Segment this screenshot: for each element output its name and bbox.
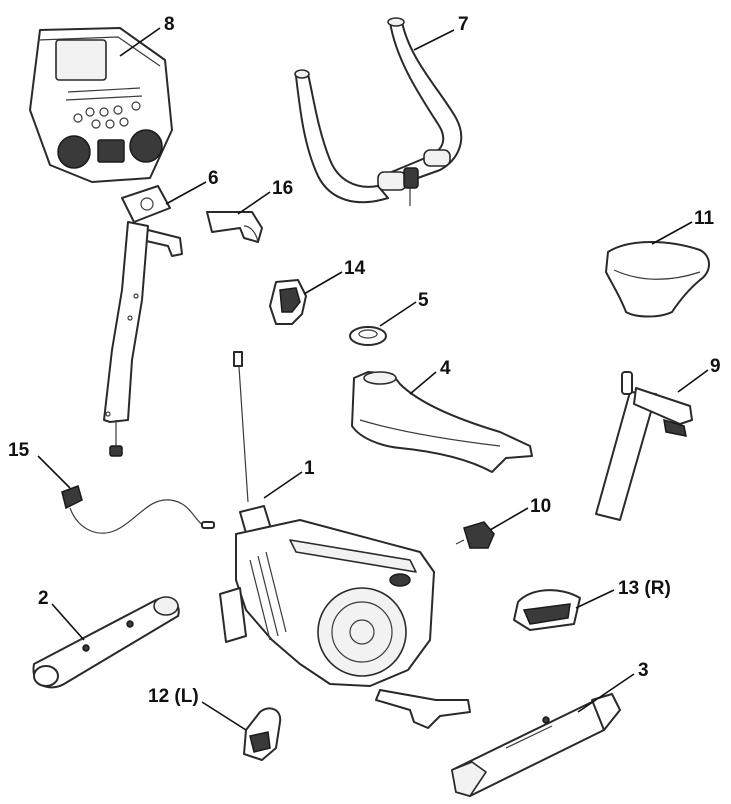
leader-7 xyxy=(413,29,455,51)
leader-13 xyxy=(575,589,615,609)
part-4-front-shroud xyxy=(351,371,533,473)
leader-8 xyxy=(119,27,161,57)
callout-8: 8 xyxy=(164,14,175,35)
callout-9: 9 xyxy=(710,356,721,377)
leader-2 xyxy=(51,603,85,641)
leader-15 xyxy=(37,455,71,489)
callout-5: 5 xyxy=(418,290,429,311)
leader-6 xyxy=(165,181,207,205)
callout-6: 6 xyxy=(208,168,219,189)
part-6-console-mast xyxy=(103,185,183,457)
leader-9 xyxy=(677,369,709,393)
part-13-right-pedal xyxy=(513,589,581,631)
part-16-mast-cover xyxy=(206,211,263,243)
part-15-power-adapter xyxy=(61,485,215,534)
part-3-rear-stabilizer xyxy=(451,693,621,797)
callout-16: 16 xyxy=(272,178,293,199)
part-11-seat xyxy=(605,241,710,318)
part-5-seat-collar xyxy=(349,326,387,346)
callout-7: 7 xyxy=(458,14,469,35)
part-7-handlebar xyxy=(294,17,463,206)
leader-4 xyxy=(409,371,437,395)
callout-4: 4 xyxy=(440,358,451,379)
part-8-console xyxy=(29,27,173,183)
part-12-left-pedal xyxy=(243,707,282,761)
leader-11 xyxy=(651,221,693,245)
callout-2: 2 xyxy=(38,588,49,609)
part-2-front-stabilizer xyxy=(32,596,180,689)
leader-12 xyxy=(201,701,247,731)
part-14-bottle-holder xyxy=(269,279,307,325)
callout-12: 12 (L) xyxy=(148,686,199,707)
callout-13: 13 (R) xyxy=(618,578,671,599)
callout-15: 15 xyxy=(8,440,30,461)
leader-16 xyxy=(237,191,271,215)
part-1-main-frame xyxy=(219,351,471,729)
callout-3: 3 xyxy=(638,660,649,681)
leader-1 xyxy=(263,471,303,499)
callout-10: 10 xyxy=(530,496,551,517)
callout-14: 14 xyxy=(344,258,366,279)
callout-11: 11 xyxy=(694,208,715,229)
callout-1: 1 xyxy=(304,458,315,479)
leader-10 xyxy=(489,507,529,531)
part-9-seat-post xyxy=(595,371,693,521)
part-10-adjustment-knob xyxy=(455,521,495,549)
leader-3 xyxy=(577,673,635,713)
leader-14 xyxy=(303,271,343,295)
leader-5 xyxy=(379,301,417,327)
